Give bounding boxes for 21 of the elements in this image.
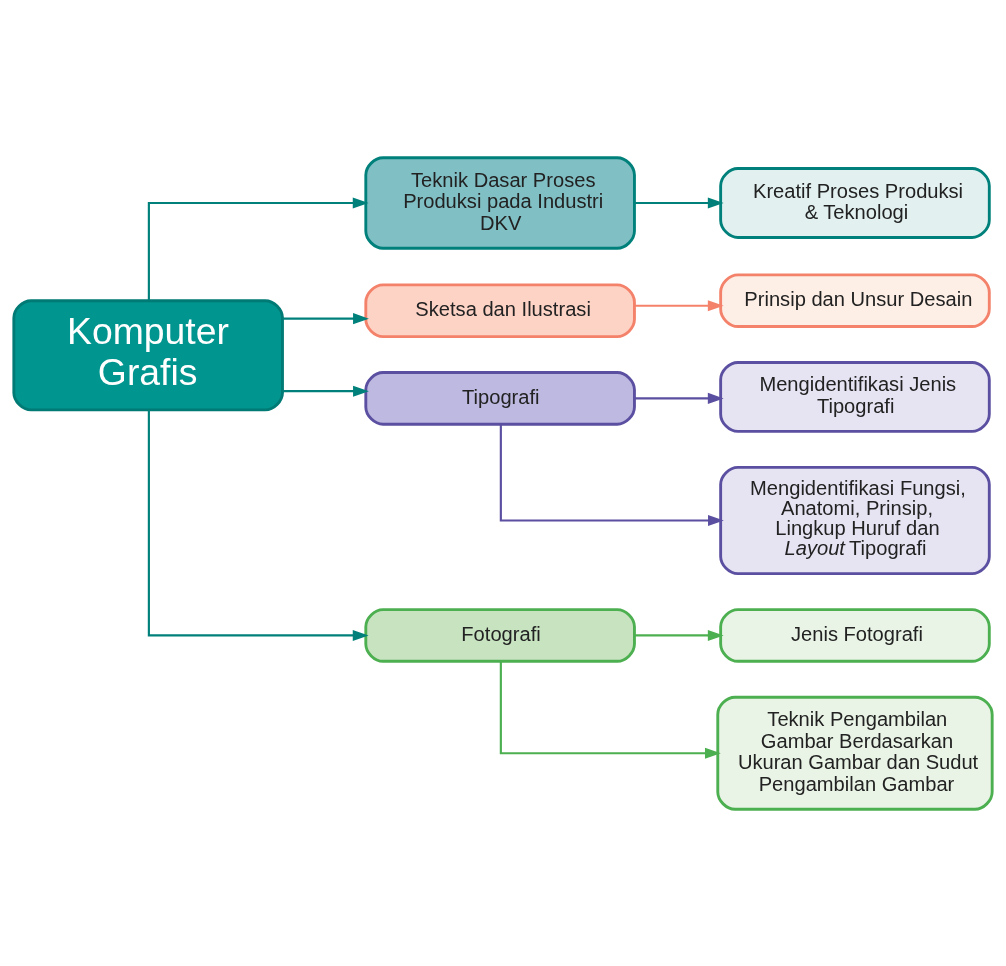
arrow bbox=[634, 299, 724, 311]
node-box: Tipografi bbox=[364, 370, 636, 426]
node-box: Prinsip dan Unsur Desain bbox=[719, 272, 991, 328]
node-box: Kreatif Proses Produksi & Teknologi bbox=[719, 166, 991, 239]
node-box: Mengidentifikasi Fungsi, Anatomi, Prinsip, Lingkup Huruf dan Layout Tipografi bbox=[719, 465, 991, 575]
node-box: Teknik Dasar Proses Produksi pada Industri DKV bbox=[364, 155, 636, 250]
node-box: Jenis Fotografi bbox=[719, 607, 991, 663]
arrow bbox=[634, 392, 724, 404]
node-box: Fotografi bbox=[364, 607, 636, 663]
node-box: Teknik Pengambilan Gambar Berdasarkan Ukuran Gambar dan Sudut Pengambilan Gambar bbox=[716, 695, 994, 811]
arrow bbox=[282, 312, 369, 324]
arrow bbox=[634, 196, 724, 209]
node-box: Sketsa dan Ilustrasi bbox=[364, 282, 636, 338]
node-box: Komputer Grafis bbox=[12, 298, 284, 411]
arrow bbox=[499, 661, 721, 759]
arrow bbox=[147, 409, 369, 641]
arrow bbox=[634, 629, 724, 641]
arrow bbox=[282, 385, 369, 397]
arrow bbox=[147, 196, 369, 300]
node-box: Mengidentifikasi Jenis Tipografi bbox=[719, 360, 991, 433]
arrow bbox=[499, 423, 724, 526]
